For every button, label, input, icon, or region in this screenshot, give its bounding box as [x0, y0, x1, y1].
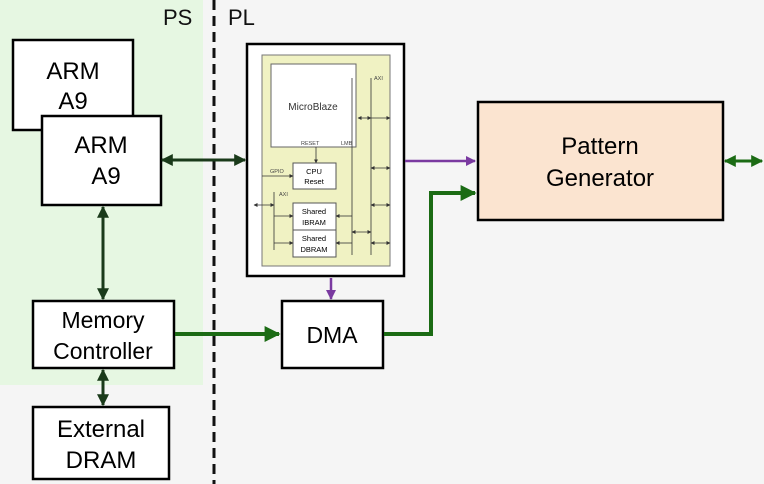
ps-label: PS: [163, 5, 192, 30]
axi-left-label: AXI: [279, 192, 288, 198]
memctrl-line1: Memory: [61, 307, 145, 333]
arm-back-line2: A9: [58, 88, 87, 115]
gpio-label: GPIO: [270, 169, 284, 175]
shared-ibram-block: [292, 202, 337, 231]
dma-to-patgen-link: [384, 185, 477, 336]
microblaze-internal-wiring: [253, 78, 391, 255]
cpu-reset-line1: CPU: [306, 167, 322, 176]
arm-front-line1: ARM: [74, 132, 127, 159]
pattern-generator-block: Pattern Generator: [476, 100, 725, 222]
pl-label: PL: [228, 5, 255, 30]
memory-controller-block: Memory Controller: [31, 299, 176, 370]
axi-top-label: AXI: [374, 76, 383, 82]
external-dram-block: External DRAM: [31, 405, 171, 481]
cpu-reset-line2: Reset: [304, 177, 325, 186]
cpu-reset-block: [292, 162, 337, 190]
arm-back-line1: ARM: [46, 58, 99, 85]
patgen-line1: Pattern: [561, 133, 638, 160]
reset-port-label: RESET: [301, 141, 320, 147]
dram-line2: DRAM: [66, 447, 137, 474]
dbram-line2: DBRAM: [300, 245, 327, 254]
lmb-port-label: LMB: [341, 141, 353, 147]
patgen-line2: Generator: [546, 165, 654, 192]
arm-front-line2: A9: [91, 163, 120, 190]
ibram-line2: IBRAM: [302, 218, 326, 227]
microblaze-subsystem: MicroBlaze RESET LMB AXI GPIO AXI CPU Re…: [245, 42, 406, 278]
dma-label: DMA: [306, 322, 358, 348]
dram-line1: External: [57, 416, 145, 443]
microblaze-core: [270, 63, 357, 148]
arm-a9-block-front: ARM A9: [40, 114, 163, 207]
memctrl-line2: Controller: [53, 338, 153, 364]
dbram-line1: Shared: [302, 234, 326, 243]
ibram-line1: Shared: [302, 207, 326, 216]
microblaze-label: MicroBlaze: [288, 102, 338, 113]
dma-block: DMA: [280, 299, 385, 370]
arm-a9-block-back: ARM A9: [11, 38, 135, 132]
